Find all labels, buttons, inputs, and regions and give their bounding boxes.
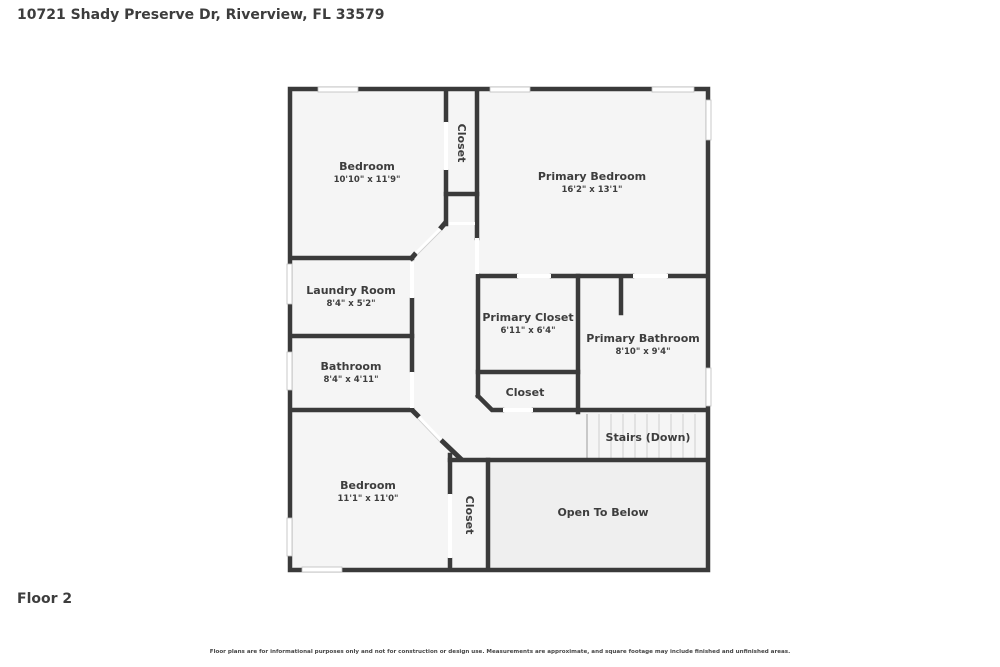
room-label-laundry-room: Laundry Room bbox=[306, 284, 395, 297]
room-dims-primary-bathroom: 8'10" x 9'4" bbox=[615, 347, 670, 357]
room-dims-bathroom: 8'4" x 4'11" bbox=[323, 375, 378, 385]
diagonal-opening-edges bbox=[416, 230, 442, 443]
room-label-closet-3: Closet bbox=[463, 496, 476, 535]
room-label-closet-1: Closet bbox=[455, 124, 468, 163]
room-label-primary-bathroom: Primary Bathroom bbox=[586, 332, 699, 345]
room-label-bedroom-1: Bedroom bbox=[339, 160, 395, 173]
diagonal-openings bbox=[414, 227, 443, 442]
room-label-stairs: Stairs (Down) bbox=[606, 431, 691, 444]
room-dims-bedroom-2: 11'1" x 11'0" bbox=[338, 494, 399, 504]
room-dims-primary-closet: 6'11" x 6'4" bbox=[500, 326, 555, 336]
room-dims-laundry-room: 8'4" x 5'2" bbox=[326, 299, 375, 309]
room-label-closet-2: Closet bbox=[506, 386, 545, 399]
windows bbox=[286, 86, 712, 573]
floor-label: Floor 2 bbox=[17, 591, 73, 607]
room-dims-bedroom-1: 10'10" x 11'9" bbox=[334, 175, 401, 185]
room-dims-primary-bedroom: 16'2" x 13'1" bbox=[562, 185, 623, 195]
room-label-primary-closet: Primary Closet bbox=[482, 311, 573, 324]
diagonal-walls bbox=[408, 220, 464, 462]
open-to-below-area bbox=[489, 462, 707, 568]
disclaimer-text: Floor plans are for informational purpos… bbox=[209, 649, 791, 655]
door-openings bbox=[410, 122, 668, 558]
room-label-bathroom: Bathroom bbox=[321, 360, 382, 373]
property-address: 10721 Shady Preserve Dr, Riverview, FL 3… bbox=[17, 7, 385, 23]
stairs-treads bbox=[586, 414, 696, 460]
room-label-primary-bedroom: Primary Bedroom bbox=[538, 170, 646, 183]
room-label-bedroom-2: Bedroom bbox=[340, 479, 396, 492]
room-label-open-to-below: Open To Below bbox=[557, 506, 648, 519]
walls bbox=[287, 86, 711, 573]
